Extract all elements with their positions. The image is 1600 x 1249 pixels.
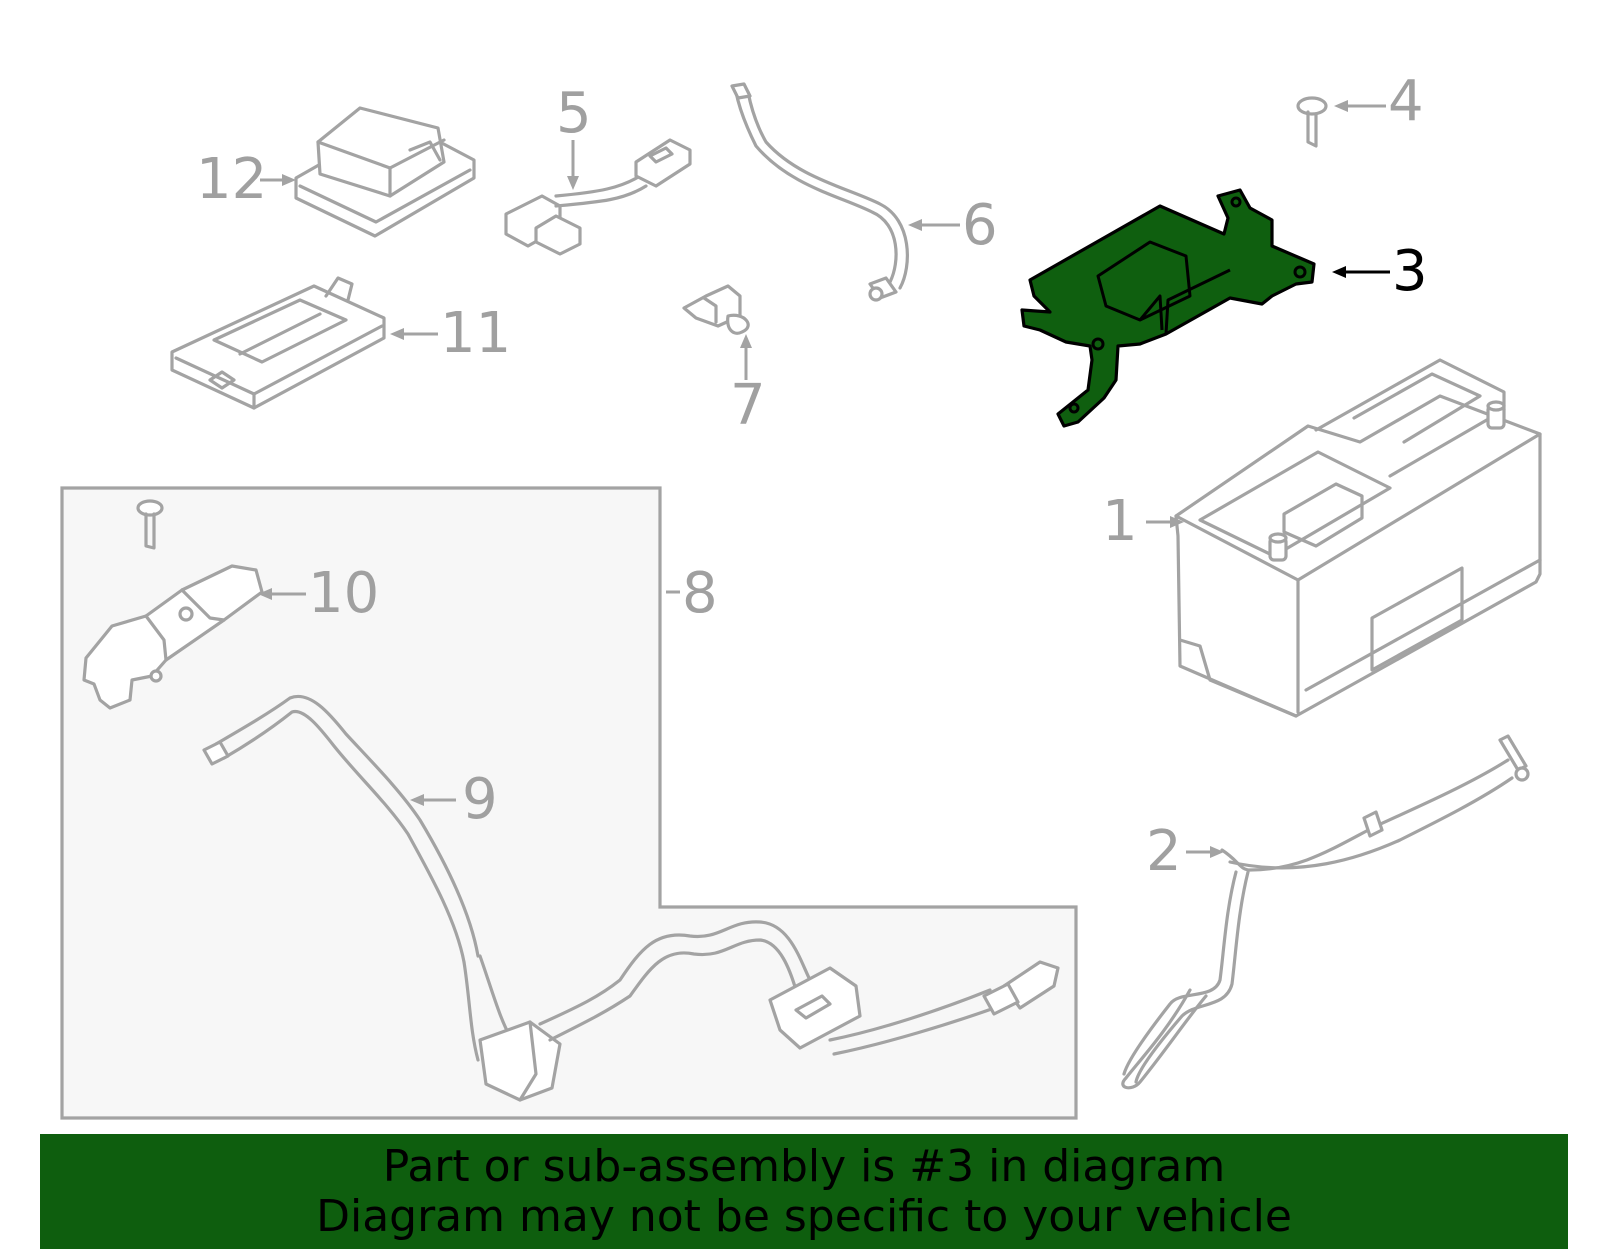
callout-5: 5 (556, 81, 592, 146)
part-3-bracket-highlighted[interactable] (1020, 188, 1316, 428)
callout-4: 4 (1388, 69, 1424, 134)
info-banner: Part or sub-assembly is #3 in diagram Di… (40, 1134, 1568, 1249)
part-5-cable[interactable] (504, 138, 692, 256)
banner-line-part-number: Part or sub-assembly is #3 in diagram (382, 1141, 1226, 1192)
callout-6: 6 (962, 193, 998, 258)
callout-3: 3 (1392, 239, 1428, 304)
part-10-terminal-clamp[interactable] (82, 499, 264, 710)
part-2-cable[interactable] (1121, 734, 1530, 1090)
part-12-module[interactable] (294, 106, 476, 238)
callout-11: 11 (440, 301, 511, 366)
callout-9: 9 (462, 767, 498, 832)
part-1-battery[interactable] (1174, 358, 1542, 718)
inset-box-8 (60, 486, 1078, 1120)
callout-7: 7 (730, 373, 766, 438)
callout-12: 12 (196, 147, 267, 212)
leader-lines (258, 100, 1390, 858)
callout-10: 10 (308, 561, 379, 626)
callout-1: 1 (1102, 489, 1138, 554)
part-11-control-module[interactable] (170, 276, 386, 410)
part-4-bolt[interactable] (1296, 96, 1328, 148)
part-7-sensor[interactable] (682, 284, 750, 335)
banner-line-disclaimer: Diagram may not be specific to your vehi… (316, 1191, 1292, 1242)
callout-2: 2 (1146, 819, 1182, 884)
part-6-cable[interactable] (730, 82, 909, 302)
part-9-main-cable[interactable] (202, 694, 1060, 1102)
callout-8: 8 (682, 561, 718, 626)
